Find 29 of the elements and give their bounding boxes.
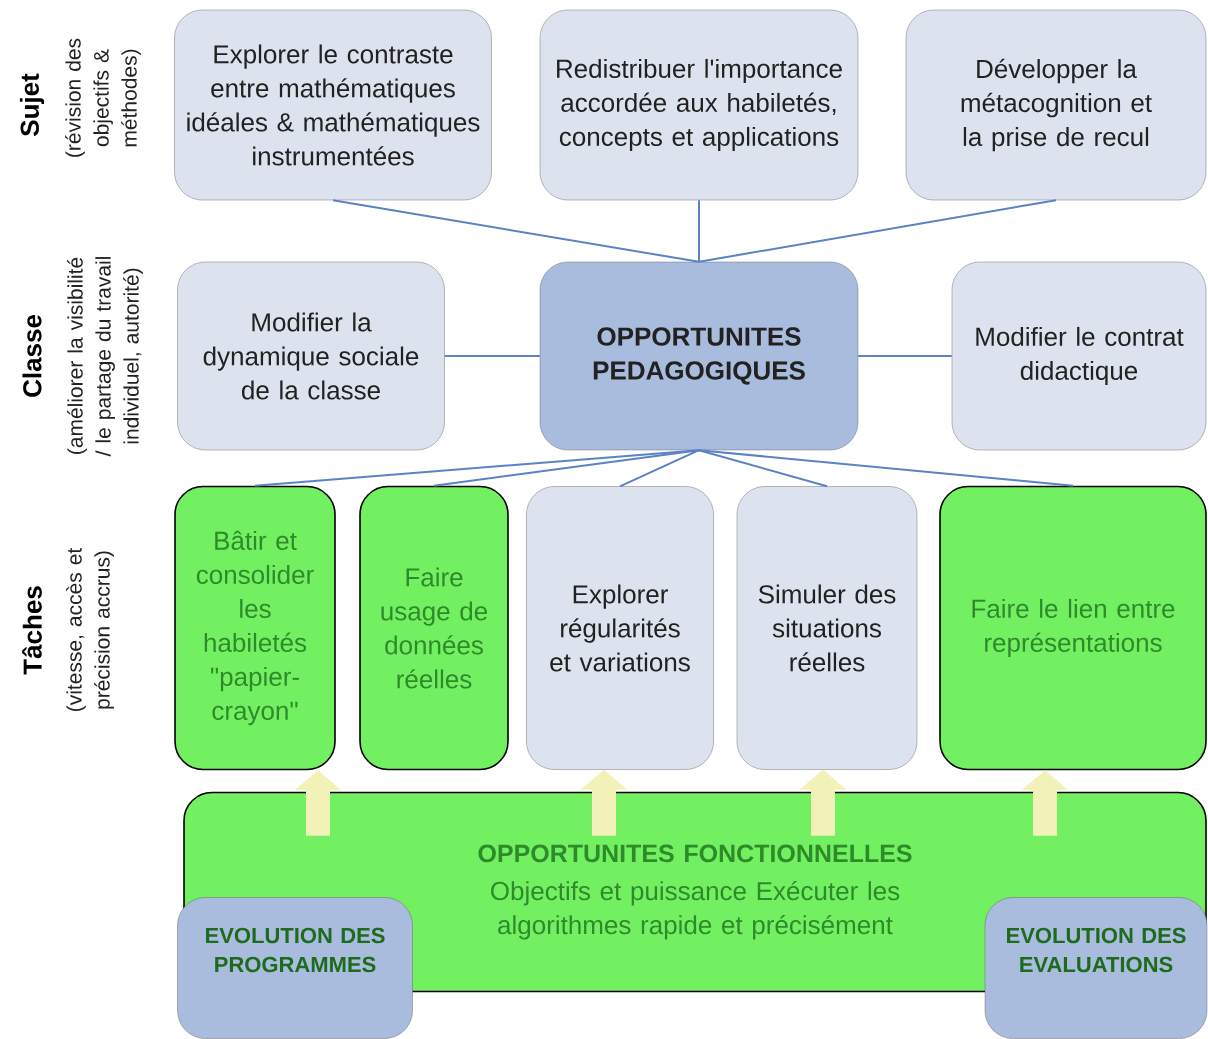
process-box: Développer la métacognition et la prise de recul bbox=[905, 9, 1207, 201]
central-box: OPPORTUNITES PEDAGOGIQUES bbox=[539, 261, 859, 451]
process-box: Modifier la dynamique sociale de la classe bbox=[177, 261, 445, 451]
process-box: Redistribuer l'importance accordée aux habiletés, concepts et applications bbox=[539, 9, 859, 201]
connector bbox=[698, 199, 700, 263]
row-note: (révision des objectifs & méthodes) bbox=[65, 38, 141, 157]
tab-box: EVOLUTION DES PROGRAMMES bbox=[177, 897, 413, 1039]
connector bbox=[698, 449, 1074, 487]
connector bbox=[698, 449, 828, 488]
task-box: Faire le lien entre représentations bbox=[939, 485, 1207, 771]
connector bbox=[433, 449, 700, 487]
row-note: (vitesse, accès et précision accrus) bbox=[66, 547, 114, 711]
connector bbox=[254, 449, 700, 487]
connector bbox=[332, 199, 700, 263]
row-heading: Classe bbox=[22, 315, 42, 397]
row-heading: Tâches bbox=[22, 586, 42, 675]
process-box: Simuler des situations réelles bbox=[736, 486, 918, 770]
process-box: Explorer régularités et variations bbox=[526, 486, 714, 770]
connector bbox=[857, 355, 953, 357]
task-box: Faire usage de données réelles bbox=[359, 485, 509, 771]
tab-box: EVOLUTION DES EVALUATIONS bbox=[984, 897, 1208, 1039]
connector bbox=[443, 355, 541, 357]
task-box: Bâtir et consolider les habiletés "papier-crayon" bbox=[174, 485, 336, 771]
row-note: (améliorer la visibilité / le partage du travail individuel, autorité) bbox=[67, 257, 143, 457]
process-box: Explorer le contraste entre mathématiques idéales & mathématiques instrumentées bbox=[174, 9, 492, 201]
connector bbox=[619, 449, 700, 488]
connector bbox=[698, 199, 1057, 263]
process-box: Modifier le contrat didactique bbox=[951, 261, 1207, 451]
row-heading: Sujet bbox=[19, 73, 45, 137]
